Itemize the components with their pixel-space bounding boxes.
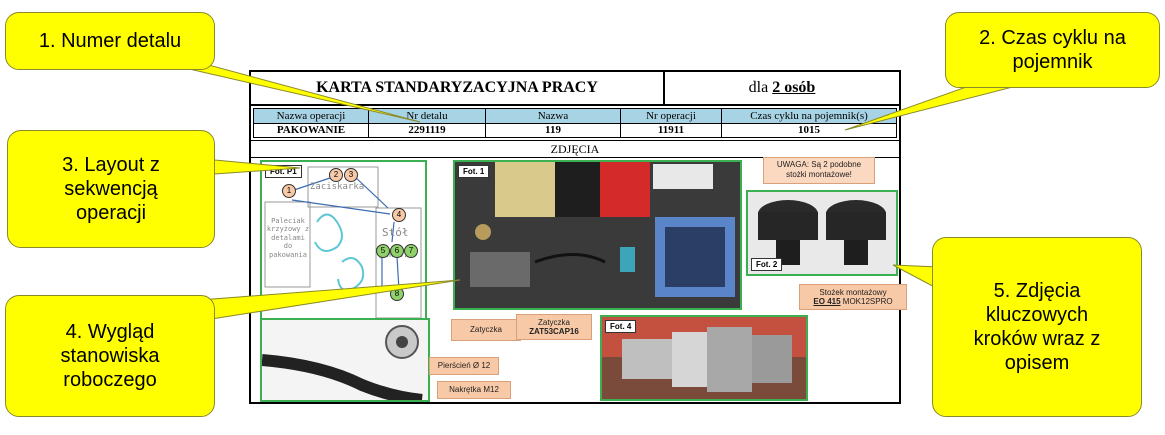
step-circle-3: 3 bbox=[344, 168, 358, 182]
callout-layout: 3. Layout z sekwencją operacji bbox=[7, 130, 215, 248]
header-part-number: Nr detalu bbox=[368, 108, 486, 124]
fitting-drawing bbox=[602, 317, 806, 399]
value-operation-name: PAKOWANIE bbox=[253, 122, 369, 138]
hose-drawing bbox=[262, 325, 423, 400]
stozek-code-a: EO 415 bbox=[813, 297, 841, 306]
header-name: Nazwa bbox=[485, 108, 621, 124]
zatyczka2-title: Zatyczka bbox=[537, 318, 570, 327]
persons-prefix: dla bbox=[748, 79, 769, 96]
value-part-number: 2291119 bbox=[368, 122, 486, 138]
value-operation-number: 11911 bbox=[620, 122, 722, 138]
step-circle-4: 4 bbox=[392, 208, 406, 222]
fot1-label: Fot. 1 bbox=[458, 165, 490, 178]
zatyczka-note: Zatyczka bbox=[451, 319, 521, 341]
step-circle-7: 7 bbox=[404, 244, 418, 258]
work-standard-card: KARTA STANDARYZACYJNA PRACY dla 2 osób N… bbox=[249, 70, 907, 404]
callout-workstation: 4. Wygląd stanowiska roboczego bbox=[5, 295, 215, 417]
zatyczka2-code: ZAT53CAP16 bbox=[529, 327, 579, 336]
paleciak-label: Paleciak krzyżowy z detalami do pakowani… bbox=[266, 217, 310, 259]
value-name: 119 bbox=[485, 122, 621, 138]
info-table: Nazwa operacji Nr detalu Nazwa Nr operac… bbox=[253, 108, 897, 138]
fot2-label: Fot. 2 bbox=[751, 258, 783, 271]
fot4-label: Fot. 4 bbox=[605, 320, 637, 333]
step-circle-8: 8 bbox=[390, 287, 404, 301]
step-circle-2: 2 bbox=[329, 168, 343, 182]
step-circle-1: 1 bbox=[282, 184, 296, 198]
fitting-photo: Fot. 4 bbox=[600, 315, 808, 401]
hose-photo bbox=[260, 318, 430, 402]
header-operation-name: Nazwa operacji bbox=[253, 108, 369, 124]
stozek-note: Stożek montażowy EO 415 MOK12SPRO bbox=[799, 284, 907, 310]
persons-value: 2 osób bbox=[772, 79, 816, 96]
stozek-code: EO 415 MOK12SPRO bbox=[803, 297, 903, 306]
stozek-title: Stożek montażowy bbox=[819, 288, 887, 297]
info-header-row: Nazwa operacji Nr detalu Nazwa Nr operac… bbox=[253, 108, 897, 124]
warning-note: UWAGA: Są 2 podobne stożki montażowe! bbox=[763, 157, 875, 184]
header-cycle-time: Czas cyklu na pojemnik(s) bbox=[721, 108, 897, 124]
header-operation-number: Nr operacji bbox=[620, 108, 722, 124]
pierscien-note: Pierścień Ø 12 bbox=[429, 357, 499, 375]
callout-part-number: 1. Numer detalu bbox=[5, 12, 215, 70]
zaciskarka-label: Zaciskarka bbox=[310, 182, 365, 192]
nakretka-note: Nakrętka M12 bbox=[437, 381, 511, 399]
cones-photo: Fot. 2 bbox=[746, 190, 898, 276]
info-value-row: PAKOWANIE 2291119 119 11911 1015 bbox=[253, 122, 897, 138]
card-title: KARTA STANDARYZACYJNA PRACY bbox=[251, 72, 665, 104]
title-row: KARTA STANDARYZACYJNA PRACY dla 2 osób bbox=[251, 72, 899, 106]
callout-key-steps: 5. Zdjęcia kluczowych kroków wraz z opis… bbox=[932, 237, 1142, 417]
persons-count: dla 2 osób bbox=[665, 72, 899, 104]
photos-header: ZDJĘCIA bbox=[251, 140, 899, 158]
value-cycle-time: 1015 bbox=[721, 122, 897, 138]
step-circle-5: 5 bbox=[376, 244, 390, 258]
callout-cycle-time: 2. Czas cyklu na pojemnik bbox=[945, 12, 1160, 88]
stozek-code-b: MOK12SPRO bbox=[842, 297, 893, 306]
workstation-photo: Fot. 1 bbox=[453, 160, 742, 310]
step-circle-6: 6 bbox=[390, 244, 404, 258]
stol-label: Stół bbox=[382, 226, 409, 239]
zatyczka-code-note: Zatyczka ZAT53CAP16 bbox=[516, 314, 592, 340]
layout-sketch: Fot. P1 Zaciskarka Paleciak krzyżowy z d… bbox=[260, 160, 427, 338]
workstation-drawing bbox=[455, 162, 740, 308]
layout-label: Fot. P1 bbox=[265, 165, 302, 178]
